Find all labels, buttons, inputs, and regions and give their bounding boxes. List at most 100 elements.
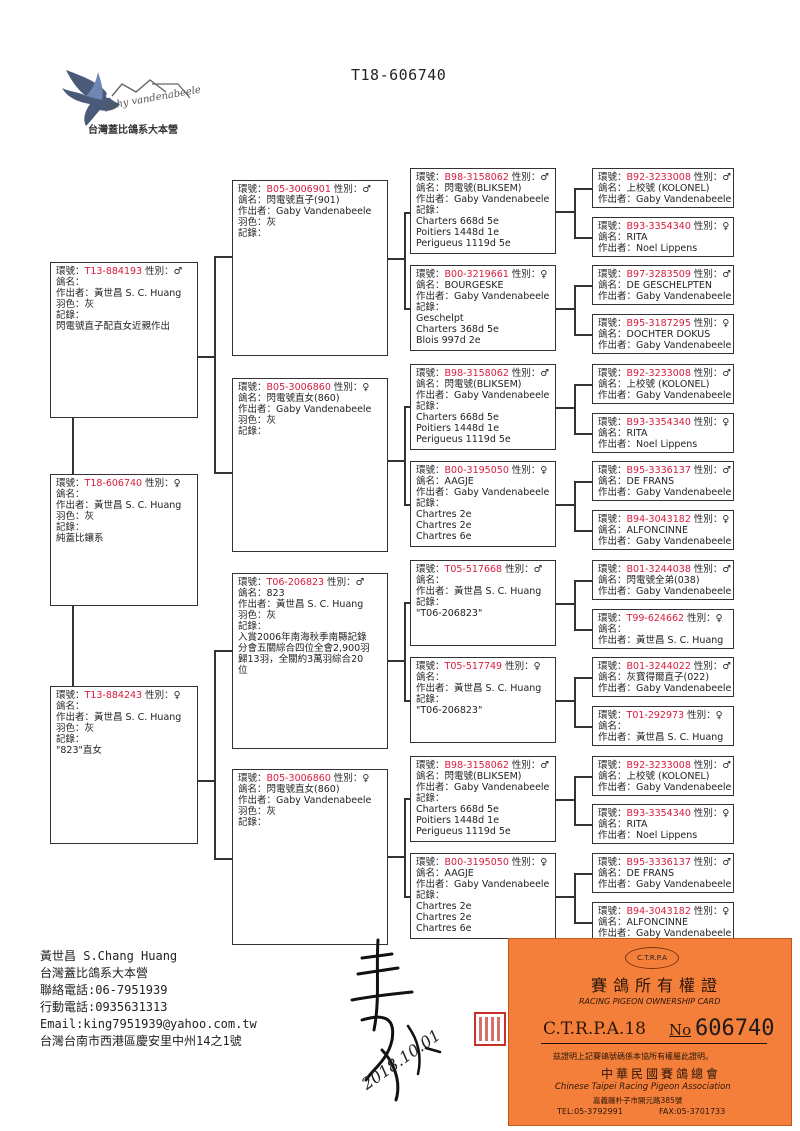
- box-row: 環號：B00-3219661 性別：♀: [416, 269, 550, 280]
- sex-label: 性別：: [333, 382, 363, 393]
- connector-line: [574, 776, 576, 824]
- ring-label: 環號：: [416, 465, 445, 476]
- breeder-name: Noel Lippens: [636, 439, 698, 450]
- ring-number: B92-3233008: [626, 368, 691, 379]
- breeder-name: Noel Lippens: [636, 243, 698, 254]
- connector-line: [574, 188, 576, 237]
- connector-line: [198, 356, 214, 358]
- name-label: 鴿名：: [238, 195, 267, 206]
- gen3-card: 環號：T05-517749 性別：♀鴿名：作出者：黃世昌 S. C. Huang…: [410, 657, 556, 743]
- sex-symbol: ♀: [540, 269, 548, 280]
- sex-symbol: ♂: [722, 269, 731, 280]
- feather-color: 灰: [266, 415, 277, 426]
- box-row: 作出者：Gaby Vandenabeele: [416, 390, 550, 401]
- color-label: 羽色：: [238, 415, 267, 426]
- ring-number: B05-3006860: [266, 773, 331, 784]
- sex-symbol: ♂: [533, 564, 543, 575]
- sex-symbol: ♂: [722, 172, 731, 183]
- pigeon-name: RITA: [626, 232, 648, 243]
- breeder-label: 作出者：: [416, 194, 455, 205]
- connector-line: [574, 580, 592, 582]
- box-row: 環號：B95-3187295 性別：♀: [598, 318, 729, 329]
- sex-symbol: ♂: [722, 368, 731, 379]
- breeder-name: Gaby Vandenabeele: [636, 487, 732, 498]
- sex-label: 性別：: [511, 857, 541, 868]
- sex-label: 性別：: [693, 564, 723, 575]
- box-row: 鴿名：上校號 (KOLONEL): [598, 771, 728, 782]
- gen4-card: 環號：B01-3244038 性別：♂鴿名：閃電號全弟(038)作出者：Gaby…: [592, 560, 734, 600]
- box-row: 環號：B01-3244038 性別：♂: [598, 564, 731, 575]
- pigeon-name: 閃電號(BLIKSEM): [444, 771, 522, 782]
- name-label: 鴿名：: [416, 575, 445, 586]
- box-row: 鴿名：: [598, 721, 728, 732]
- ring-label: 環號：: [56, 478, 85, 489]
- connector-line: [198, 780, 214, 782]
- box-row: 鴿名：閃電號(BLIKSEM): [416, 771, 550, 782]
- logo: [56, 62, 196, 142]
- ring-number: B95-3187295: [626, 318, 691, 329]
- sex-label: 性別：: [511, 368, 541, 379]
- box-row: 環號：B97-3283509 性別：♂: [598, 269, 731, 280]
- name-label: 鴿名：: [598, 329, 627, 340]
- sex-symbol: ♂: [540, 172, 549, 183]
- pigeon-name: DE GESCHELPTEN: [626, 280, 712, 291]
- box-row: 環號：B93-3354340 性別：♀: [598, 417, 729, 428]
- ring-number: T13-884243: [84, 690, 143, 701]
- box-row: 鴿名：ALFONCINNE: [598, 917, 728, 928]
- contact-mobile: 行動電話:0935631313: [40, 1000, 168, 1014]
- pigeon-name: RITA: [626, 428, 648, 439]
- breeder-name: Gaby Vandenabeele: [454, 291, 550, 302]
- connector-line: [388, 460, 404, 462]
- breeder-name: Gaby Vandenabeele: [636, 586, 732, 597]
- sex-label: 性別：: [693, 465, 723, 476]
- record-note: Charters 668d 5e: [416, 216, 499, 227]
- gen4-card: 環號：B92-3233008 性別：♂鴿名：上校號 (KOLONEL)作出者：G…: [592, 756, 734, 796]
- box-row: 記錄：: [416, 890, 550, 901]
- record-note: Poitiers 1448d 1e: [416, 815, 500, 826]
- box-row: 作出者：Gaby Vandenabeele: [598, 340, 731, 351]
- connector-line: [574, 433, 592, 435]
- breeder-name: 黃世昌 S. C. Huang: [454, 683, 542, 694]
- connector-line: [574, 677, 592, 679]
- box-row: 環號：B95-3336137 性別：♂: [598, 857, 731, 868]
- breeder-label: 作出者：: [598, 732, 637, 743]
- connector-line: [404, 602, 406, 700]
- card-association-zh: 中華民國賽鴿總會: [601, 1067, 722, 1081]
- name-label: 鴿名：: [598, 868, 627, 879]
- sex-label: 性別：: [511, 172, 541, 183]
- box-row: 鴿名：DE FRANS: [598, 476, 728, 487]
- breeder-label: 作出者：: [238, 404, 277, 415]
- ring-number: B95-3336137: [626, 857, 691, 868]
- ring-label: 環號：: [598, 172, 627, 183]
- color-label: 羽色：: [56, 723, 85, 734]
- ring-number: B00-3195050: [444, 465, 509, 476]
- ring-label: 環號：: [598, 760, 627, 771]
- box-row: 作出者：黃世昌 S. C. Huang: [416, 683, 550, 694]
- connector-line: [556, 308, 574, 310]
- pigeon-name: 閃電號直女(860): [266, 784, 340, 795]
- sex-symbol: ♂: [362, 184, 371, 195]
- ring-label: 環號：: [238, 773, 267, 784]
- pigeon-name: 閃電號直子(901): [266, 195, 340, 206]
- sex-symbol: ♀: [540, 465, 548, 476]
- box-row: 鴿名：RITA: [598, 232, 728, 243]
- record-note: Chartres 2e: [416, 509, 472, 520]
- red-seal: [474, 1012, 506, 1046]
- breeder-label: 作出者：: [598, 683, 637, 694]
- sex-label: 性別：: [693, 661, 723, 672]
- ring-number: B97-3283509: [626, 269, 691, 280]
- gen2-card: 環號：T06-206823 性別：♂ 鴿名：823 作出者：黃世昌 S. C. …: [232, 573, 388, 749]
- sex-symbol: ♂: [722, 760, 731, 771]
- ring-number: B05-3006860: [266, 382, 331, 393]
- record-note: Perigueus 1119d 5e: [416, 238, 511, 249]
- ring-number: B92-3233008: [626, 760, 691, 771]
- connector-line: [388, 856, 404, 858]
- box-row: 作出者：Gaby Vandenabeele: [598, 487, 732, 498]
- card-title-zh: 賽鴿所有權證: [591, 976, 724, 995]
- contact-block: 黃世昌 S.Chang Huang 台灣蓋比鴿系大本營 聯絡電話:06-7951…: [40, 948, 257, 1050]
- box-row: 鴿名：RITA: [598, 428, 728, 439]
- connector-line: [574, 285, 592, 287]
